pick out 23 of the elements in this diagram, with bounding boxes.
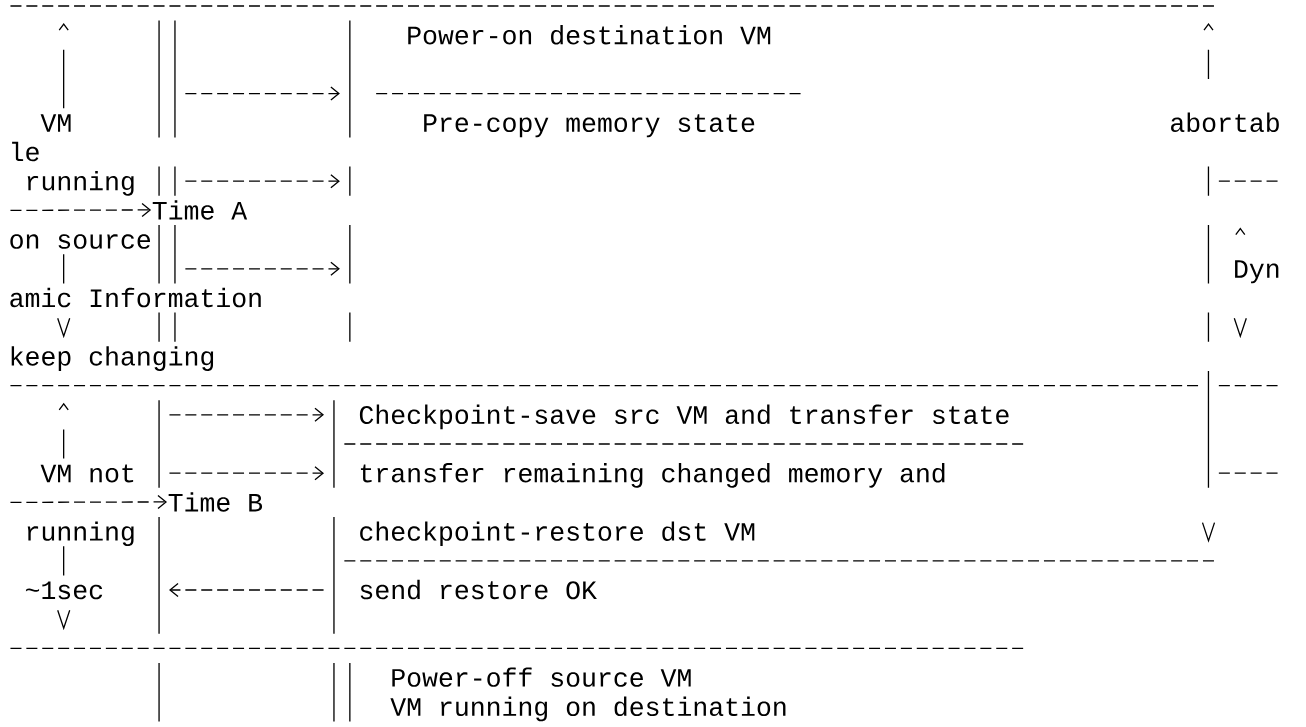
step-label: Pre-copy memory state [424,114,755,138]
step-label: checkpoint-restore dst VM [360,521,755,547]
arrow [9,472,1279,510]
span-label: VM [40,114,71,132]
step-label: VM running on destination [390,696,786,722]
time-label: Time B [168,492,263,512]
span-label: le [12,141,39,162]
span-label: VM not [40,464,134,483]
span-label: amic Information [10,287,261,308]
span-label: on source [10,234,150,249]
time-label: Time A [152,200,248,220]
step-label: send restore OK [360,579,597,600]
step-label: Power-off source VM [392,667,691,687]
span-label: ~1sec [25,581,103,600]
step-label: transfer remaining changed memory and [360,463,945,488]
arrow [9,180,1279,218]
span-label: Dyn [1235,260,1279,284]
span-label: keep changing [11,346,214,371]
span-label: running [27,171,134,196]
span-label: running [27,521,134,547]
step-label: Checkpoint-save src VM and transfer state [359,404,1009,430]
span-label: abortab [1171,112,1279,133]
step-label: Power-on destination VM [408,25,771,45]
